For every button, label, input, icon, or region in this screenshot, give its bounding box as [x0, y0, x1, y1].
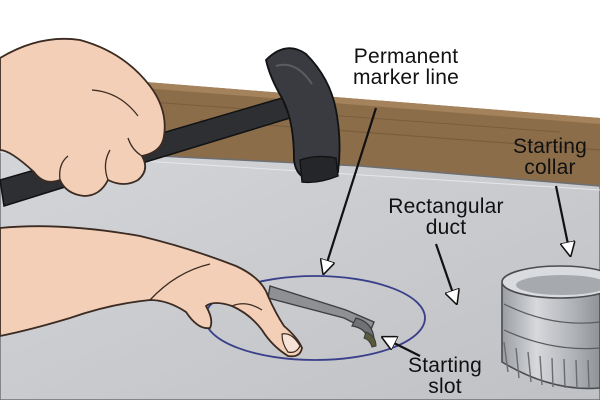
label-line: marker line [352, 66, 460, 89]
lower-hand [0, 225, 303, 358]
snips-tool [267, 285, 377, 348]
upper-hand [0, 37, 166, 197]
arrow-starting-collar [554, 185, 570, 254]
label-line: collar [524, 156, 576, 179]
label-starting-collar: Starting collar [498, 136, 600, 178]
label-line: duct [425, 216, 467, 239]
callout-arrows [324, 107, 570, 357]
label-rectangular-duct: Rectangular duct [368, 196, 524, 238]
arrow-starting-slot [384, 338, 421, 357]
arrow-rectangular-duct [434, 243, 456, 302]
label-line: Starting [513, 135, 587, 158]
label-permanent-marker-line: Permanent marker line [336, 46, 476, 88]
label-line: Permanent [353, 45, 459, 68]
label-starting-slot: Starting slot [408, 355, 482, 397]
label-line: Rectangular [388, 195, 504, 218]
label-line: Starting [408, 354, 482, 377]
starting-collar [501, 265, 600, 390]
arrow-marker-line [324, 107, 378, 272]
label-line: slot [428, 375, 462, 398]
